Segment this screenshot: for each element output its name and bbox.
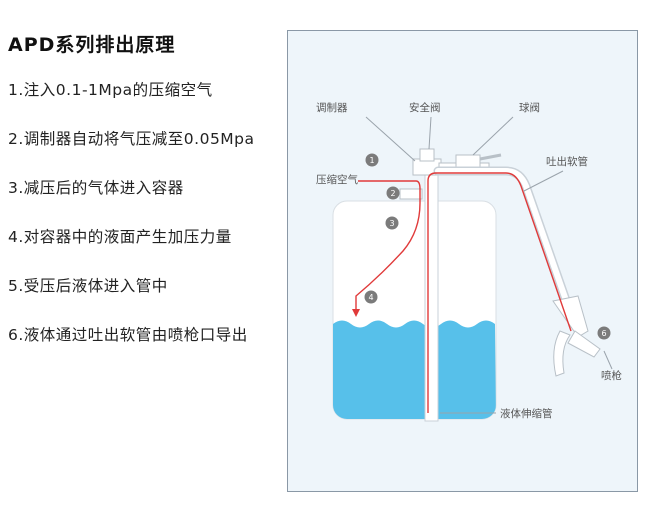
step-5: 5.受压后液体进入管中 [8, 277, 168, 295]
discharge-diagram: 调制器 安全阀 球阀 压缩空气 吐出软管 喷枪 液体伸缩管 1 2 3 4 6 [316, 101, 622, 422]
page-title: APD系列排出原理 [8, 34, 176, 56]
marker-4: 4 [364, 290, 378, 304]
svg-text:4: 4 [368, 293, 373, 302]
steps-list: 1.注入0.1-1Mpa的压缩空气 2.调制器自动将气压减至0.05Mpa 3.… [8, 78, 255, 372]
marker-2: 2 [386, 186, 400, 200]
label-safety-valve: 安全阀 [409, 101, 441, 114]
svg-text:3: 3 [389, 219, 394, 228]
label-ball-valve: 球阀 [519, 101, 540, 114]
svg-text:2: 2 [390, 189, 395, 198]
step-3: 3.减压后的气体进入容器 [8, 179, 184, 197]
marker-3: 3 [385, 216, 399, 230]
liquid-flow-line [427, 172, 572, 413]
label-regulator: 调制器 [316, 101, 348, 114]
air-flow-line [355, 180, 421, 314]
telescopic-tube [424, 170, 439, 422]
diagram-panel: 调制器 安全阀 球阀 压缩空气 吐出软管 喷枪 液体伸缩管 1 2 3 4 6 [287, 30, 638, 492]
step-2: 2.调制器自动将气压减至0.05Mpa [8, 130, 255, 148]
svg-text:6: 6 [601, 329, 606, 338]
step-4: 4.对容器中的液面产生加压力量 [8, 228, 232, 246]
svg-text:1: 1 [369, 156, 374, 165]
marker-1: 1 [365, 153, 379, 167]
marker-6: 6 [597, 326, 611, 340]
step-6: 6.液体通过吐出软管由喷枪口导出 [8, 326, 248, 344]
label-spray-gun: 喷枪 [601, 369, 622, 382]
spray-gun [552, 295, 601, 377]
label-compressed-air: 压缩空气 [316, 173, 358, 186]
liquid [333, 320, 496, 419]
air-flow-arrow [352, 309, 360, 317]
step-1: 1.注入0.1-1Mpa的压缩空气 [8, 81, 213, 99]
label-telescopic-tube: 液体伸缩管 [500, 407, 553, 420]
label-discharge-hose: 吐出软管 [546, 155, 588, 168]
safety-valve-body [419, 148, 435, 162]
